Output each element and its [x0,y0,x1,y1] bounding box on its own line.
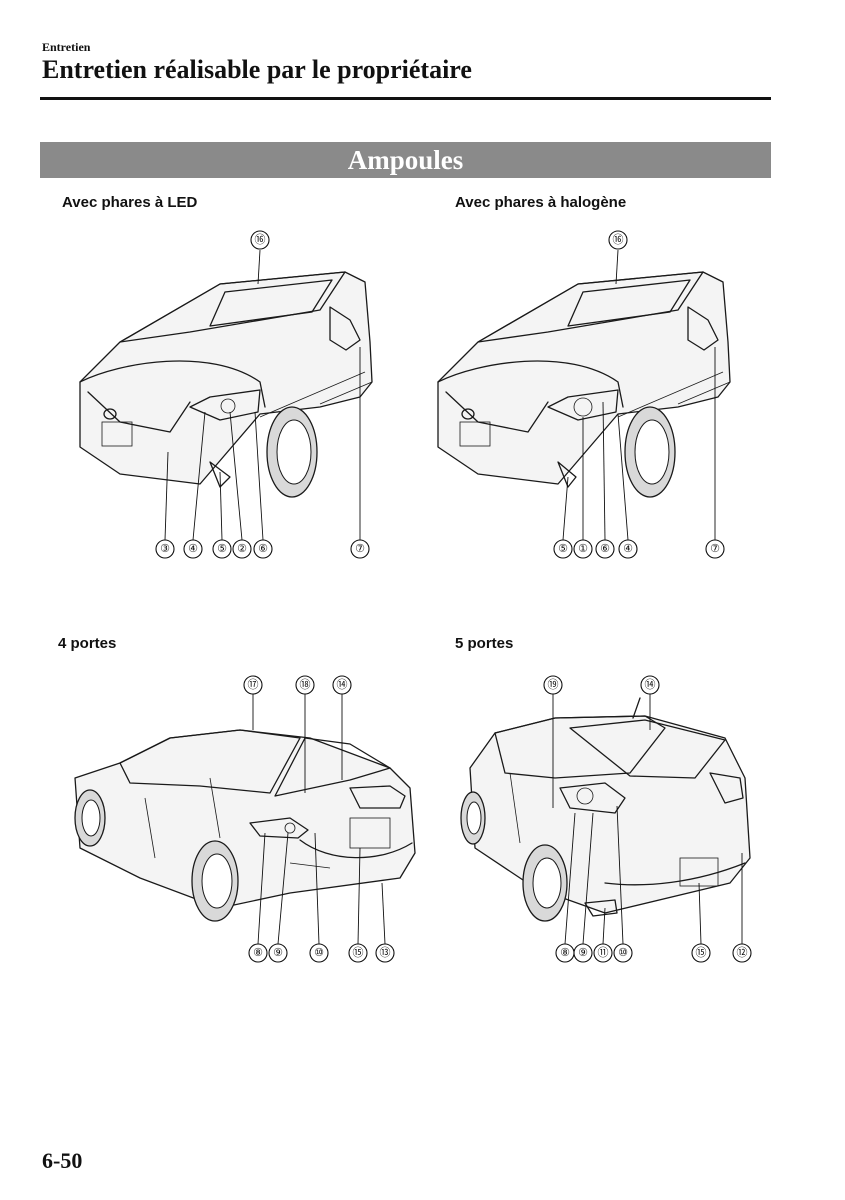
callout-4: ④ [183,539,203,559]
callout-number: ⑦ [710,543,720,555]
led-front-diagram: ⑯ ③ ④ ⑤ ② ⑥ ⑦ [60,222,390,567]
callout-number: ④ [188,543,198,555]
title-rule [40,97,771,100]
callout-8: ⑧ [555,943,575,963]
callout-14: ⑭ [640,675,660,695]
callout-18: ⑱ [295,675,315,695]
callout-4: ④ [618,539,638,559]
page-title: Entretien réalisable par le propriétaire [42,55,472,84]
callout-10: ⑩ [613,943,633,963]
callout-5: ⑤ [553,539,573,559]
callout-8: ⑧ [248,943,268,963]
callout-number: ⑨ [578,947,588,959]
callout-number: ⑬ [380,946,391,959]
callout-5: ⑤ [212,539,232,559]
callout-number: ⑩ [618,947,628,959]
callout-9: ⑨ [268,943,288,963]
callout-6: ⑥ [253,539,273,559]
callout-2: ② [232,539,252,559]
callout-number: ⑱ [300,678,311,691]
callout-7: ⑦ [350,539,370,559]
callout-number: ② [237,543,247,555]
callout-16: ⑯ [608,230,628,250]
page-number: 6-50 [42,1148,83,1173]
callout-19: ⑲ [543,675,563,695]
callout-number: ③ [160,543,170,555]
callout-15: ⑮ [348,943,368,963]
callout-number: ⑭ [337,678,348,691]
callout-number: ⑲ [548,678,559,691]
callout-12: ⑫ [732,943,752,963]
callout-number: ⑮ [353,946,364,959]
callout-number: ⑰ [248,678,259,691]
callout-number: ⑥ [258,543,268,555]
callout-number: ⑧ [253,947,263,959]
callout-1: ① [573,539,593,559]
callout-number: ⑩ [314,947,324,959]
five-door-rear-diagram: ⑲ ⑭ ⑧ ⑨ ⑪ ⑩ ⑮ ⑫ [455,668,770,973]
halogen-panel-label: Avec phares à halogène [455,194,627,211]
callout-number: ⑭ [645,678,656,691]
callout-number: ⑤ [217,543,227,555]
callout-15: ⑮ [691,943,711,963]
callout-number: ④ [623,543,633,555]
callout-13: ⑬ [375,943,395,963]
callout-number: ⑫ [737,946,748,959]
four-door-rear-diagram: ⑰ ⑱ ⑭ ⑧ ⑨ ⑩ ⑮ ⑬ [60,668,420,973]
callout-number: ⑤ [558,543,568,555]
callout-7: ⑦ [705,539,725,559]
callout-number: ⑮ [696,946,707,959]
callout-number: ⑧ [560,947,570,959]
callout-number: ⑪ [598,946,609,959]
callout-number: ⑯ [255,233,266,246]
car-front-illustration [437,271,731,498]
callout-10: ⑩ [309,943,329,963]
callout-6: ⑥ [595,539,615,559]
callout-16: ⑯ [250,230,270,250]
four-door-panel-label: 4 portes [58,635,117,652]
callout-number: ⑯ [613,233,624,246]
callout-number: ⑨ [273,947,283,959]
car-front-illustration [79,271,373,498]
hatchback-rear-illustration [460,697,751,922]
callout-number: ① [578,543,588,555]
five-door-panel-label: 5 portes [455,635,514,652]
callout-11: ⑪ [593,943,613,963]
led-panel-label: Avec phares à LED [62,194,198,211]
callout-9: ⑨ [573,943,593,963]
callout-17: ⑰ [243,675,263,695]
section-banner: Ampoules [40,142,771,178]
section-label: Entretien [42,40,91,54]
banner-title: Ampoules [347,144,464,175]
halogen-front-diagram: ⑯ ⑤ ① ⑥ ④ ⑦ [418,222,748,567]
callout-number: ⑥ [600,543,610,555]
callout-number: ⑦ [355,543,365,555]
sedan-rear-illustration [74,729,416,922]
callout-3: ③ [155,539,175,559]
callout-14: ⑭ [332,675,352,695]
